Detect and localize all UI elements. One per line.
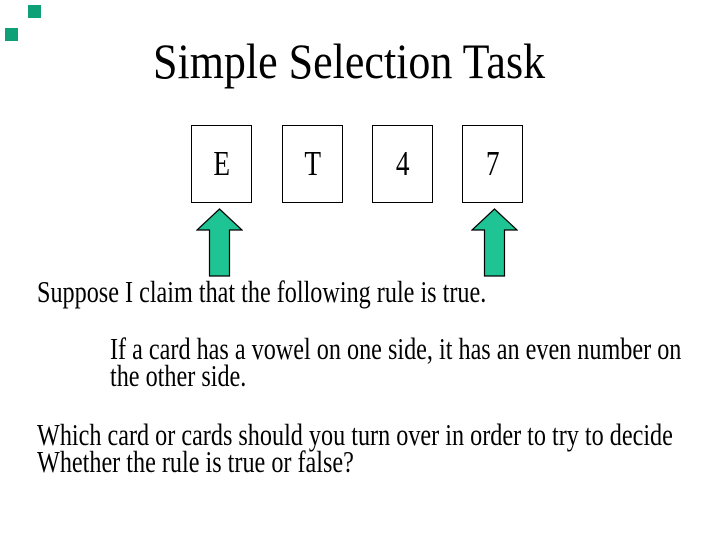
slide-title: Simple Selection Task — [153, 33, 546, 89]
card-t-label: T — [304, 144, 321, 183]
corner-decoration-square-icon — [5, 28, 18, 41]
claim-text: Suppose I claim that the following rule … — [37, 274, 487, 309]
up-arrow-shape — [196, 208, 243, 277]
rule-text-line-2: the other side. — [110, 358, 247, 393]
card-7: 7 — [462, 125, 523, 203]
card-t: T — [282, 125, 343, 203]
card-4: 4 — [372, 125, 433, 203]
question-text-line-2: Whether the rule is true or false? — [37, 444, 354, 479]
corner-decoration-square-icon — [28, 5, 41, 18]
up-arrow-shape — [471, 208, 518, 277]
up-arrow-icon — [196, 208, 243, 277]
card-e: E — [191, 125, 252, 203]
question-text-line-1: Which card or cards should you turn over… — [37, 417, 673, 452]
card-4-label: 4 — [395, 144, 410, 183]
rule-text-line-1: If a card has a vowel on one side, it ha… — [110, 331, 682, 366]
up-arrow-icon — [471, 208, 518, 277]
card-e-label: E — [213, 144, 230, 183]
card-7-label: 7 — [485, 144, 500, 183]
